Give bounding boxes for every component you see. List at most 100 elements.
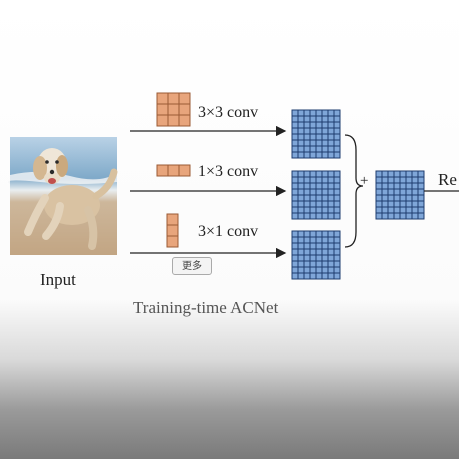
result-label: Re xyxy=(438,170,457,189)
feature-map-cell xyxy=(417,188,425,196)
feature-map-cell xyxy=(393,176,401,184)
feature-map-cell xyxy=(321,272,329,280)
kernel-cell xyxy=(166,224,179,237)
feature-map-cell xyxy=(333,133,341,141)
feature-map-cell xyxy=(405,206,413,214)
feature-map-cell xyxy=(321,121,329,129)
feature-map-cell xyxy=(309,176,317,184)
feature-map-cell xyxy=(291,139,299,147)
feature-map-cell xyxy=(399,188,407,196)
feature-map-cell xyxy=(315,115,323,123)
feature-map-cell xyxy=(309,248,317,256)
feature-map-cell xyxy=(303,206,311,214)
feature-map-cell xyxy=(399,200,407,208)
feature-map-cell xyxy=(315,139,323,147)
feature-map-cell xyxy=(327,109,335,117)
feature-map-cell xyxy=(411,200,419,208)
diagram-caption: Training-time ACNet xyxy=(133,298,279,317)
feature-map-cell xyxy=(375,188,383,196)
feature-map-cell xyxy=(327,176,335,184)
feature-map-cell xyxy=(297,133,305,141)
feature-map-cell xyxy=(309,182,317,190)
feature-map-cell xyxy=(381,206,389,214)
feature-map-cell xyxy=(387,188,395,196)
feature-map-cell xyxy=(291,145,299,153)
feature-map-cell xyxy=(309,254,317,262)
feature-map-cell xyxy=(327,133,335,141)
feature-map-cell xyxy=(387,182,395,190)
feature-map-cell xyxy=(303,194,311,202)
kernel-cell xyxy=(178,92,191,105)
feature-map-cell xyxy=(327,230,335,238)
feature-map-cell xyxy=(321,188,329,196)
feature-map-cell xyxy=(315,236,323,244)
input-label: Input xyxy=(40,270,76,289)
feature-map-cell xyxy=(327,266,335,274)
feature-map-cell xyxy=(333,182,341,190)
kernel-cell xyxy=(166,213,179,226)
feature-map-cell xyxy=(327,200,335,208)
feature-map-1x3 xyxy=(291,170,341,220)
plus-sign: + xyxy=(360,173,369,189)
feature-map-cell xyxy=(291,272,299,280)
feature-map-cell xyxy=(375,200,383,208)
feature-map-cell xyxy=(303,127,311,135)
feature-map-cell xyxy=(315,170,323,178)
feature-map-cell xyxy=(291,260,299,268)
feature-map-cell xyxy=(291,133,299,141)
feature-map-cell xyxy=(333,145,341,153)
feature-map-cell xyxy=(303,121,311,129)
feature-map-cell xyxy=(333,139,341,147)
feature-map-cell xyxy=(417,200,425,208)
feature-map-cell xyxy=(321,182,329,190)
feature-map-cell xyxy=(375,206,383,214)
feature-map-cell xyxy=(291,151,299,159)
feature-map-cell xyxy=(297,236,305,244)
feature-map-cell xyxy=(327,170,335,178)
kernel-cell xyxy=(156,103,169,116)
summation-brace xyxy=(344,134,364,248)
feature-map-cell xyxy=(417,170,425,178)
feature-map-cell xyxy=(291,188,299,196)
feature-map-cell xyxy=(321,260,329,268)
feature-map-cell xyxy=(405,188,413,196)
feature-map-cell xyxy=(417,182,425,190)
feature-map-cell xyxy=(333,212,341,220)
feature-map-cell xyxy=(309,236,317,244)
feature-map-cell xyxy=(309,170,317,178)
feature-map-cell xyxy=(333,109,341,117)
feature-map-cell xyxy=(291,206,299,214)
feature-map-cell xyxy=(297,266,305,274)
feature-map-cell xyxy=(297,109,305,117)
feature-map-cell xyxy=(333,242,341,250)
feature-map-cell xyxy=(321,115,329,123)
feature-map-cell xyxy=(309,200,317,208)
feature-map-cell xyxy=(405,212,413,220)
feature-map-cell xyxy=(291,266,299,274)
feature-map-cell xyxy=(291,254,299,262)
feature-map-cell xyxy=(297,151,305,159)
feature-map-cell xyxy=(393,170,401,178)
feature-map-cell xyxy=(321,127,329,135)
more-button[interactable]: 更多 xyxy=(172,257,212,275)
feature-map-cell xyxy=(327,188,335,196)
feature-map-cell xyxy=(315,242,323,250)
feature-map-cell xyxy=(321,194,329,202)
feature-map-cell xyxy=(387,212,395,220)
feature-map-cell xyxy=(291,182,299,190)
feature-map-cell xyxy=(399,212,407,220)
feature-map-cell xyxy=(297,188,305,196)
feature-map-cell xyxy=(315,176,323,184)
feature-map-cell xyxy=(333,194,341,202)
feature-map-cell xyxy=(303,272,311,280)
feature-map-cell xyxy=(321,212,329,220)
feature-map-cell xyxy=(303,170,311,178)
feature-map-cell xyxy=(309,272,317,280)
feature-map-cell xyxy=(333,230,341,238)
feature-map-cell xyxy=(333,254,341,262)
feature-map-cell xyxy=(327,182,335,190)
feature-map-cell xyxy=(399,170,407,178)
feature-map-cell xyxy=(327,151,335,159)
feature-map-cell xyxy=(297,200,305,208)
